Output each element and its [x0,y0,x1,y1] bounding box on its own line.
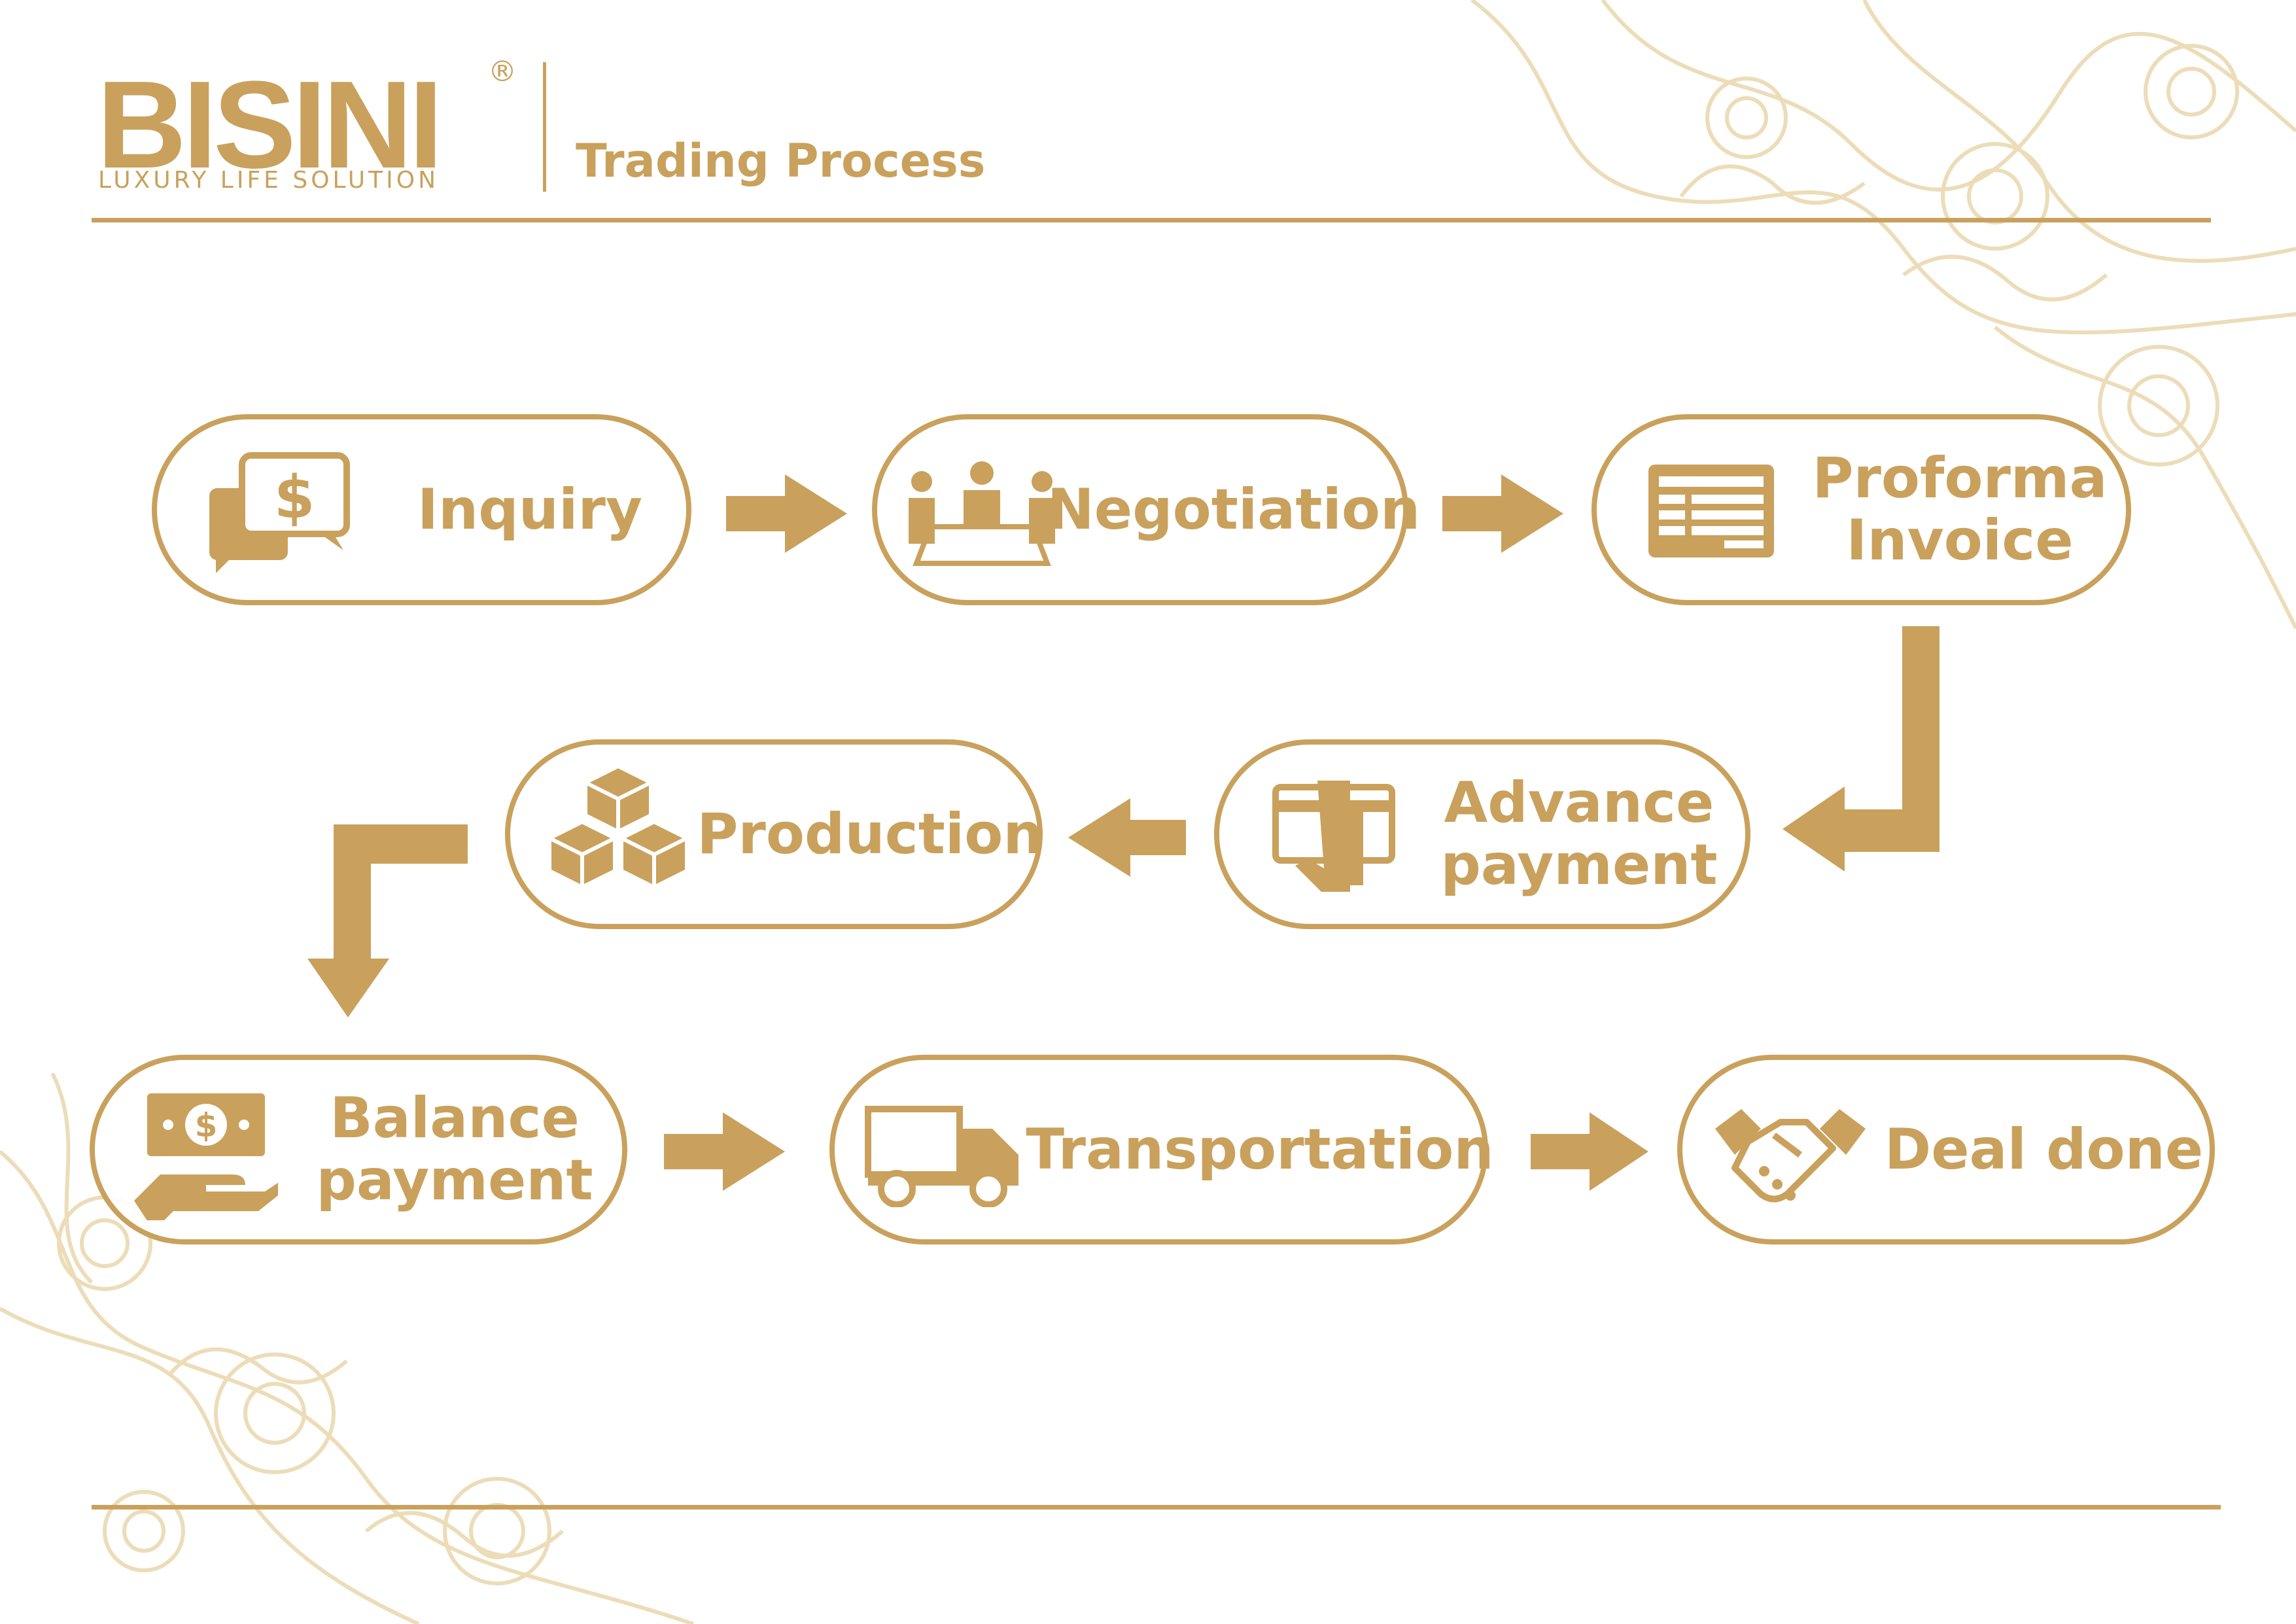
arrow-invoice-to-advance [1783,626,1943,875]
step-balance-payment: $ Balance payment [90,1055,627,1244]
arrow-balance-to-transportation [664,1112,785,1191]
invoice-icon [1646,462,1777,560]
brand-tagline: LUXURY LIFE SOLUTION [98,167,439,194]
step-label: Balance payment [291,1060,618,1239]
arrow-negotiation-to-invoice [1442,474,1563,553]
page-title: Trading Process [576,134,985,188]
boxes-icon [543,763,693,907]
arrow-advance-to-production [1068,798,1186,877]
step-label: Inquiry [373,419,687,600]
hand-card-icon [1272,781,1396,898]
step-label: Negotiation [1060,419,1407,600]
chat-dollar-icon: $ [203,449,353,573]
step-negotiation: Negotiation [872,414,1408,605]
footer-rule [92,1505,2221,1509]
step-label: Transportation [1037,1060,1482,1239]
svg-text:$: $ [274,463,315,532]
step-label: Proforma Invoice [1793,419,2127,600]
truck-icon [864,1103,1028,1207]
step-label: Production [700,745,1040,924]
step-transportation: Transportation [829,1055,1488,1244]
step-deal-done: Deal done [1677,1055,2215,1244]
arrow-production-to-balance [307,824,468,1017]
step-production: Production [505,739,1043,929]
step-advance-payment: Advance payment [1214,739,1750,929]
handshake-icon [1709,1096,1872,1214]
arrow-inquiry-to-negotiation [726,474,847,553]
arrow-transportation-to-deal [1531,1112,1648,1191]
header-rule [92,218,2211,222]
svg-text:$: $ [195,1106,218,1144]
step-label: Deal done [1879,1060,2209,1239]
meeting-icon [903,459,1060,570]
hand-money-icon: $ [128,1089,278,1220]
step-proforma-invoice: Proforma Invoice [1592,414,2131,605]
step-inquiry: $ Inquiry [152,414,691,605]
step-label: Advance payment [1416,745,1743,924]
header-divider [543,62,546,192]
registered-mark: ® [488,55,517,88]
